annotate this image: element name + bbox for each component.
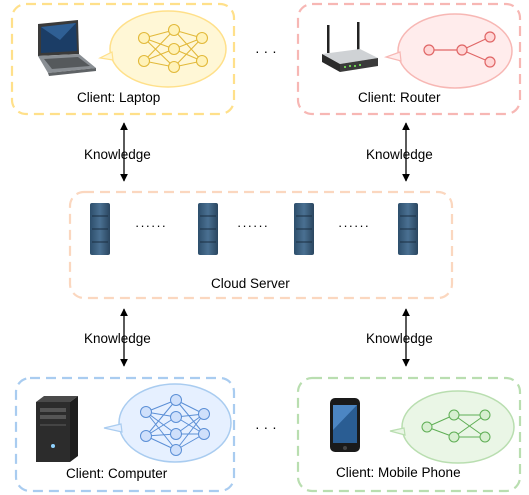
client-box-mobile (296, 376, 522, 493)
knowledge-label-top-left: Knowledge (84, 147, 151, 162)
thought-bubble-computer (103, 383, 232, 463)
knowledge-label-top-right: Knowledge (366, 147, 433, 162)
client-box-router (296, 2, 522, 116)
server-box (68, 190, 454, 300)
client-router-label: Client: Router (358, 90, 441, 105)
neural-network-icon-router (423, 31, 496, 68)
neural-network-icon-mobile (421, 409, 491, 443)
desktop-tower-icon (36, 396, 78, 462)
knowledge-label-bottom-left: Knowledge (84, 331, 151, 346)
ellipsis-bottom: · · · (255, 419, 277, 435)
client-laptop-label: Client: Laptop (77, 90, 161, 105)
client-mobile-label: Client: Mobile Phone (336, 465, 461, 480)
server-rack-icon-1 (90, 203, 110, 255)
laptop-icon (38, 20, 96, 76)
client-computer-label: Client: Computer (66, 466, 168, 481)
server-dots-2: ······ (237, 218, 269, 233)
server-dots-3: ······ (338, 218, 370, 233)
thought-bubble-laptop (98, 10, 227, 88)
client-box-laptop (10, 2, 236, 116)
knowledge-label-bottom-right: Knowledge (366, 331, 433, 346)
server-rack-icon-3 (294, 203, 314, 255)
router-icon (322, 22, 378, 72)
thought-bubble-router (383, 13, 513, 89)
neural-network-icon-computer (140, 394, 210, 456)
ellipsis-top: · · · (255, 43, 277, 59)
neural-network-icon-laptop (137, 23, 209, 74)
server-rack-icon-4 (398, 203, 418, 255)
thought-bubble-mobile (389, 390, 515, 464)
cloud-server-label: Cloud Server (211, 276, 290, 291)
smartphone-icon (330, 398, 360, 452)
server-rack-icon-2 (198, 203, 218, 255)
server-dots-1: ······ (135, 218, 167, 233)
